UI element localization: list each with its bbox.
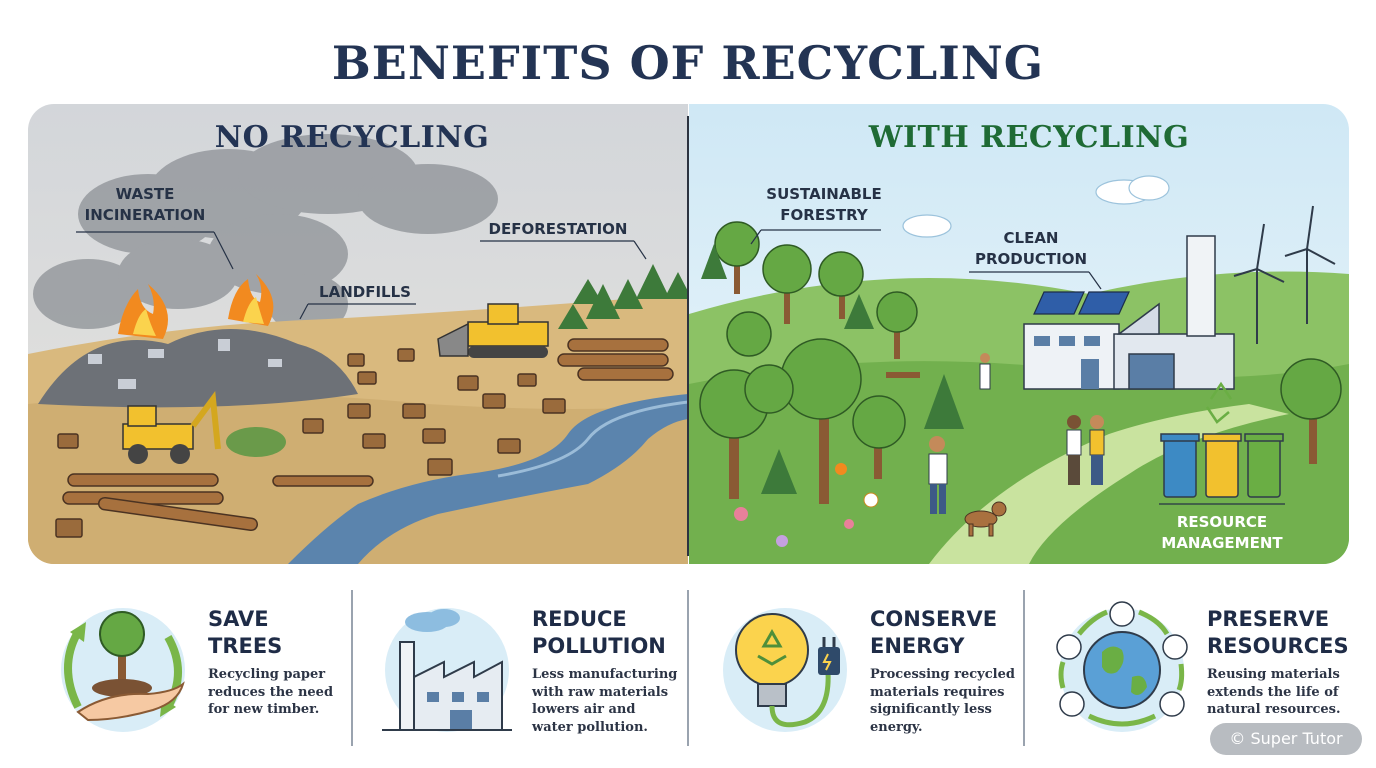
sustainable-forestry-label: SUSTAINABLE FORESTRY — [766, 185, 882, 224]
solar-panel-icon — [1033, 291, 1130, 315]
benefit-reduce-pollution: REDUCE POLLUTION Less manufacturing with… — [354, 582, 684, 752]
globe-cycle-icon — [1056, 601, 1188, 732]
benefits-row: SAVE TREES Recycling paper reduces the n… — [0, 582, 1376, 762]
resource-management-label: RESOURCE MANAGEMENT — [1161, 513, 1283, 552]
benefit-description: Processing recycled materials requires s… — [870, 667, 1015, 735]
with-recycling-panel: WITH RECYCLING SUSTAINABLE FORESTRY CLEA… — [689, 104, 1349, 564]
hand-holding-tree-icon — [61, 608, 185, 732]
benefit-preserve-resources: PRESERVE RESOURCES Reusing materials ext… — [1029, 582, 1359, 752]
clean-production-label: CLEAN PRODUCTION — [974, 229, 1088, 268]
no-recycling-panel: NO RECYCLING WASTE INCINERATION LANDFILL… — [28, 104, 688, 564]
recycling-bins-icon — [1160, 433, 1284, 498]
bulldozer-icon — [437, 303, 549, 358]
waste-incineration-label: WASTE INCINERATION — [84, 185, 206, 224]
bench-icon — [886, 372, 920, 378]
factory-icon — [1023, 235, 1235, 390]
benefit-description: Less manufacturing with raw materials lo… — [532, 667, 678, 735]
benefit-title: REDUCE POLLUTION — [532, 607, 666, 658]
landfills-label: LANDFILLS — [319, 283, 411, 301]
tree-stumps — [55, 348, 566, 538]
no-recycling-title: NO RECYCLING — [214, 120, 490, 155]
clouds — [902, 175, 1170, 238]
fire-icons — [118, 274, 274, 339]
benefit-description: Recycling paper reduces the need for new… — [208, 667, 334, 717]
no-recycling-scene — [28, 104, 688, 564]
path — [929, 404, 1289, 564]
wind-turbine-icon — [1233, 205, 1336, 344]
log-piles — [62, 338, 674, 532]
deforestation-label: DEFORESTATION — [488, 220, 628, 238]
separator — [1023, 590, 1025, 746]
dog-icon — [964, 501, 1007, 537]
benefit-description: Reusing materials extends the life of na… — [1207, 667, 1341, 717]
excavator-icon — [122, 390, 221, 464]
smoke-clouds — [33, 134, 498, 334]
pine-trees — [558, 264, 688, 329]
lightbulb-plug-icon — [723, 608, 847, 732]
separator — [351, 590, 353, 746]
people-icons — [928, 353, 1105, 514]
recycle-symbol-icon — [1205, 381, 1233, 424]
benefit-title: PRESERVE RESOURCES — [1207, 607, 1349, 658]
benefit-conserve-energy: CONSERVE ENERGY Processing recycled mate… — [692, 582, 1022, 752]
flower-icons — [734, 463, 879, 547]
benefit-title: CONSERVE ENERGY — [870, 607, 998, 658]
river — [288, 394, 688, 564]
with-recycling-title: WITH RECYCLING — [868, 120, 1190, 155]
separator — [687, 590, 689, 746]
forest-trees — [699, 221, 1342, 504]
panel-divider — [687, 116, 689, 556]
benefit-save-trees: SAVE TREES Recycling paper reduces the n… — [30, 582, 360, 752]
page-title: BENEFITS OF RECYCLING — [331, 36, 1045, 90]
benefit-title: SAVE TREES — [208, 607, 283, 658]
factory-icon — [382, 608, 512, 732]
with-recycling-scene — [689, 104, 1349, 564]
watermark: © Super Tutor — [1210, 723, 1362, 755]
